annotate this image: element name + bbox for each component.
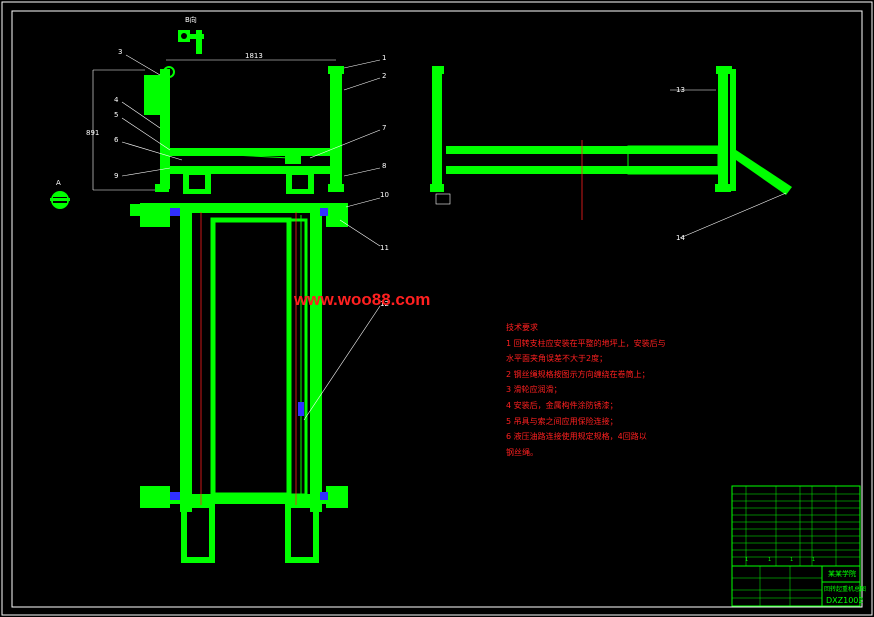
- balloon-1: 1: [382, 54, 386, 62]
- balloon-14: 14: [676, 234, 685, 242]
- technical-requirements: 技术要求 1 回转支柱应安装在平整的地坪上，安装后与 水平面夹角误差不大于2度；…: [506, 320, 666, 460]
- title-block-drawing-name: 回转起重机总图: [824, 586, 867, 593]
- balloon-labels: 1 2 3 4 5 6 7 8 9 10 11 12 13 14: [114, 48, 685, 308]
- notes-line: 1 回转支柱应安装在平整的地坪上，安装后与: [506, 338, 666, 348]
- svg-text:B向: B向: [185, 15, 197, 24]
- notes-line: 钢丝绳。: [506, 447, 538, 457]
- balloon-7: 7: [382, 124, 386, 132]
- base-plan-view: [130, 203, 348, 563]
- title-block: [731, 485, 861, 607]
- balloon-6: 6: [114, 136, 119, 144]
- main-frame-view: 1813 891 B向: [50, 15, 344, 209]
- notes-line: 2 钢丝绳规格按图示方向缠绕在卷筒上；: [506, 369, 650, 379]
- balloon-13: 13: [676, 86, 685, 94]
- balloon-11: 11: [380, 244, 389, 252]
- side-view: [430, 66, 792, 220]
- title-block-company: 某某学院: [828, 570, 856, 578]
- notes-line: 4 安装后，金属构件涂防锈漆；: [506, 400, 618, 410]
- inner-border: [11, 10, 863, 608]
- title-block-drawing-no: DXZ1002: [826, 596, 864, 605]
- notes-title: 技术要求: [506, 323, 538, 332]
- balloon-8: 8: [382, 162, 386, 170]
- notes-line: 5 吊具与索之间应用保险连接；: [506, 416, 618, 426]
- notes-line: 水平面夹角误差不大于2度；: [506, 354, 608, 364]
- notes-line: 3 滑轮应润滑；: [506, 385, 562, 395]
- balloon-10: 10: [380, 191, 389, 199]
- watermark: www.woo88.com: [294, 290, 431, 309]
- svg-text:1813: 1813: [245, 52, 263, 60]
- scale-cell: 1: [745, 557, 749, 563]
- balloon-leaders: [121, 54, 787, 421]
- balloon-5: 5: [114, 111, 118, 119]
- svg-text:891: 891: [86, 129, 99, 137]
- scale-cell: 1: [768, 557, 772, 563]
- balloon-9: 9: [114, 172, 118, 180]
- notes-line: 6 液压油路连接使用规定规格，4回路以: [506, 432, 647, 442]
- balloon-3: 3: [118, 48, 122, 56]
- scale-cell: 1: [812, 557, 816, 563]
- balloon-2: 2: [382, 72, 386, 80]
- balloon-12: 12: [380, 300, 389, 308]
- scale-cell: 1: [790, 557, 794, 563]
- svg-text:A: A: [56, 179, 61, 187]
- balloon-4: 4: [114, 96, 119, 104]
